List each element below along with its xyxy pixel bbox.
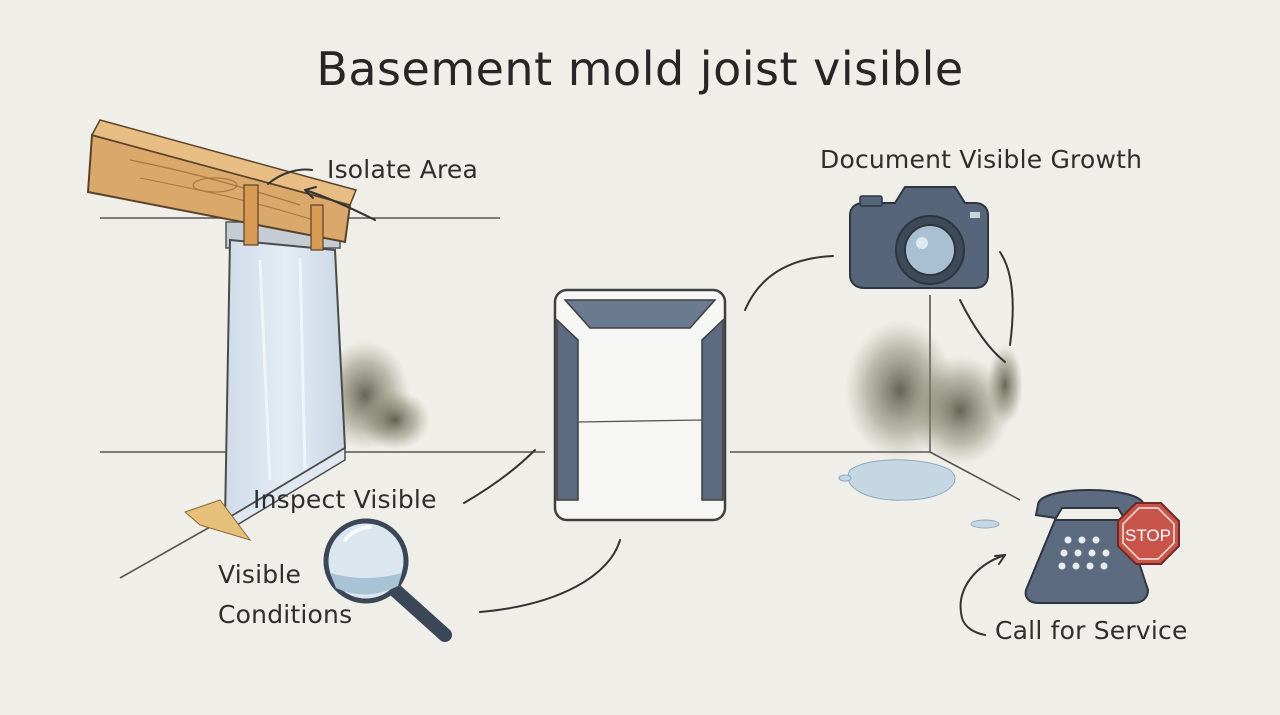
dehumidifier-icon: [553, 288, 727, 522]
magnifying-glass-icon: [323, 518, 452, 642]
plastic-sheet-barrier-icon: [184, 221, 347, 541]
visible-conditions-line1: Visible: [218, 560, 302, 589]
mold-growth: [320, 320, 1023, 465]
camera-icon: [849, 186, 989, 289]
stop-sign-text: STOP: [1125, 526, 1171, 545]
connector-lines: [267, 168, 1014, 636]
inspect-visible-label: Inspect Visible: [253, 485, 437, 514]
stop-sign-icon: STOP: [1117, 502, 1180, 565]
water-puddle: [838, 459, 1000, 529]
wood-joist-icon: [86, 119, 358, 251]
call-for-service-label: Call for Service: [995, 616, 1188, 645]
document-growth-label: Document Visible Growth: [820, 145, 1143, 174]
isolate-area-label: Isolate Area: [327, 155, 479, 184]
visible-conditions-line2: Conditions: [218, 600, 353, 629]
diagram-title: Basement mold joist visible: [316, 42, 964, 96]
visible-conditions-label: Visible Conditions: [218, 555, 352, 635]
